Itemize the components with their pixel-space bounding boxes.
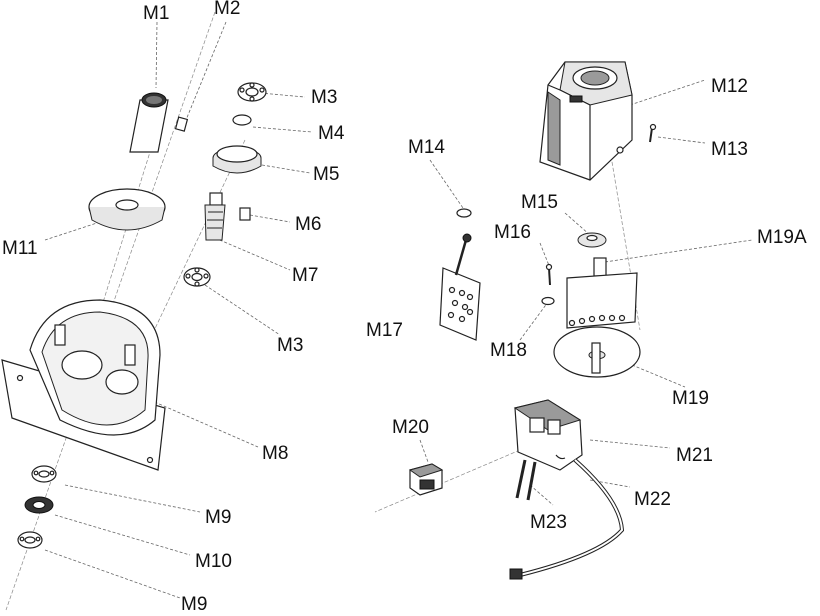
label-M18: M18 bbox=[490, 340, 527, 361]
part-M3-bearing-top bbox=[237, 82, 267, 102]
part-M12-top-cover bbox=[539, 61, 633, 181]
label-M15: M15 bbox=[521, 192, 558, 213]
label-M17: M17 bbox=[366, 320, 403, 341]
part-M19A-motor bbox=[566, 257, 638, 329]
label-M4: M4 bbox=[318, 123, 345, 144]
label-M11: M11 bbox=[2, 238, 38, 259]
part-M10-seal bbox=[24, 496, 54, 514]
part-M16-screw bbox=[545, 263, 553, 286]
part-M15-gear bbox=[577, 232, 607, 248]
part-M17-circuit-board bbox=[439, 233, 481, 341]
label-M6: M6 bbox=[295, 214, 321, 235]
label-M8: M8 bbox=[262, 443, 288, 464]
part-M8-housing bbox=[1, 299, 166, 471]
label-M9-upper: M9 bbox=[205, 507, 231, 528]
part-M18-washer bbox=[541, 296, 555, 306]
part-M22-cable bbox=[509, 458, 625, 580]
part-M20-connector bbox=[408, 463, 444, 496]
label-M2: M2 bbox=[214, 0, 240, 19]
part-M4-washer bbox=[232, 114, 252, 126]
label-M3-lower: M3 bbox=[277, 335, 303, 356]
part-M23-wires bbox=[515, 459, 537, 501]
label-M7: M7 bbox=[292, 265, 318, 286]
label-M19A: M19A bbox=[757, 227, 807, 248]
part-M5-gear bbox=[212, 145, 262, 174]
label-M9-lower: M9 bbox=[181, 594, 207, 615]
label-M19: M19 bbox=[672, 388, 709, 409]
part-M14-washer bbox=[456, 208, 472, 218]
label-M3-top: M3 bbox=[311, 87, 337, 108]
label-M22: M22 bbox=[634, 489, 671, 510]
part-M9-bearing-upper bbox=[31, 465, 57, 483]
part-M11-disc bbox=[88, 188, 166, 231]
label-M1: M1 bbox=[143, 3, 169, 24]
part-M9-bearing-lower bbox=[17, 531, 43, 549]
label-M14: M14 bbox=[408, 137, 445, 158]
label-M23: M23 bbox=[530, 512, 567, 533]
part-M21-bracket bbox=[513, 399, 583, 471]
part-M2-pin bbox=[174, 116, 189, 132]
label-M12: M12 bbox=[711, 76, 748, 97]
label-M16: M16 bbox=[494, 222, 531, 243]
label-M10: M10 bbox=[195, 551, 232, 572]
part-M7-pinion bbox=[204, 192, 226, 241]
part-M3-bearing-lower bbox=[183, 267, 211, 287]
part-M6-pin bbox=[239, 207, 251, 221]
label-M13: M13 bbox=[711, 139, 748, 160]
label-M21: M21 bbox=[676, 445, 713, 466]
label-M20: M20 bbox=[392, 417, 429, 438]
part-M19-motor-base bbox=[553, 326, 641, 378]
part-M1-shaft bbox=[129, 92, 169, 153]
part-M13-screw bbox=[649, 123, 657, 143]
label-M5: M5 bbox=[313, 164, 339, 185]
